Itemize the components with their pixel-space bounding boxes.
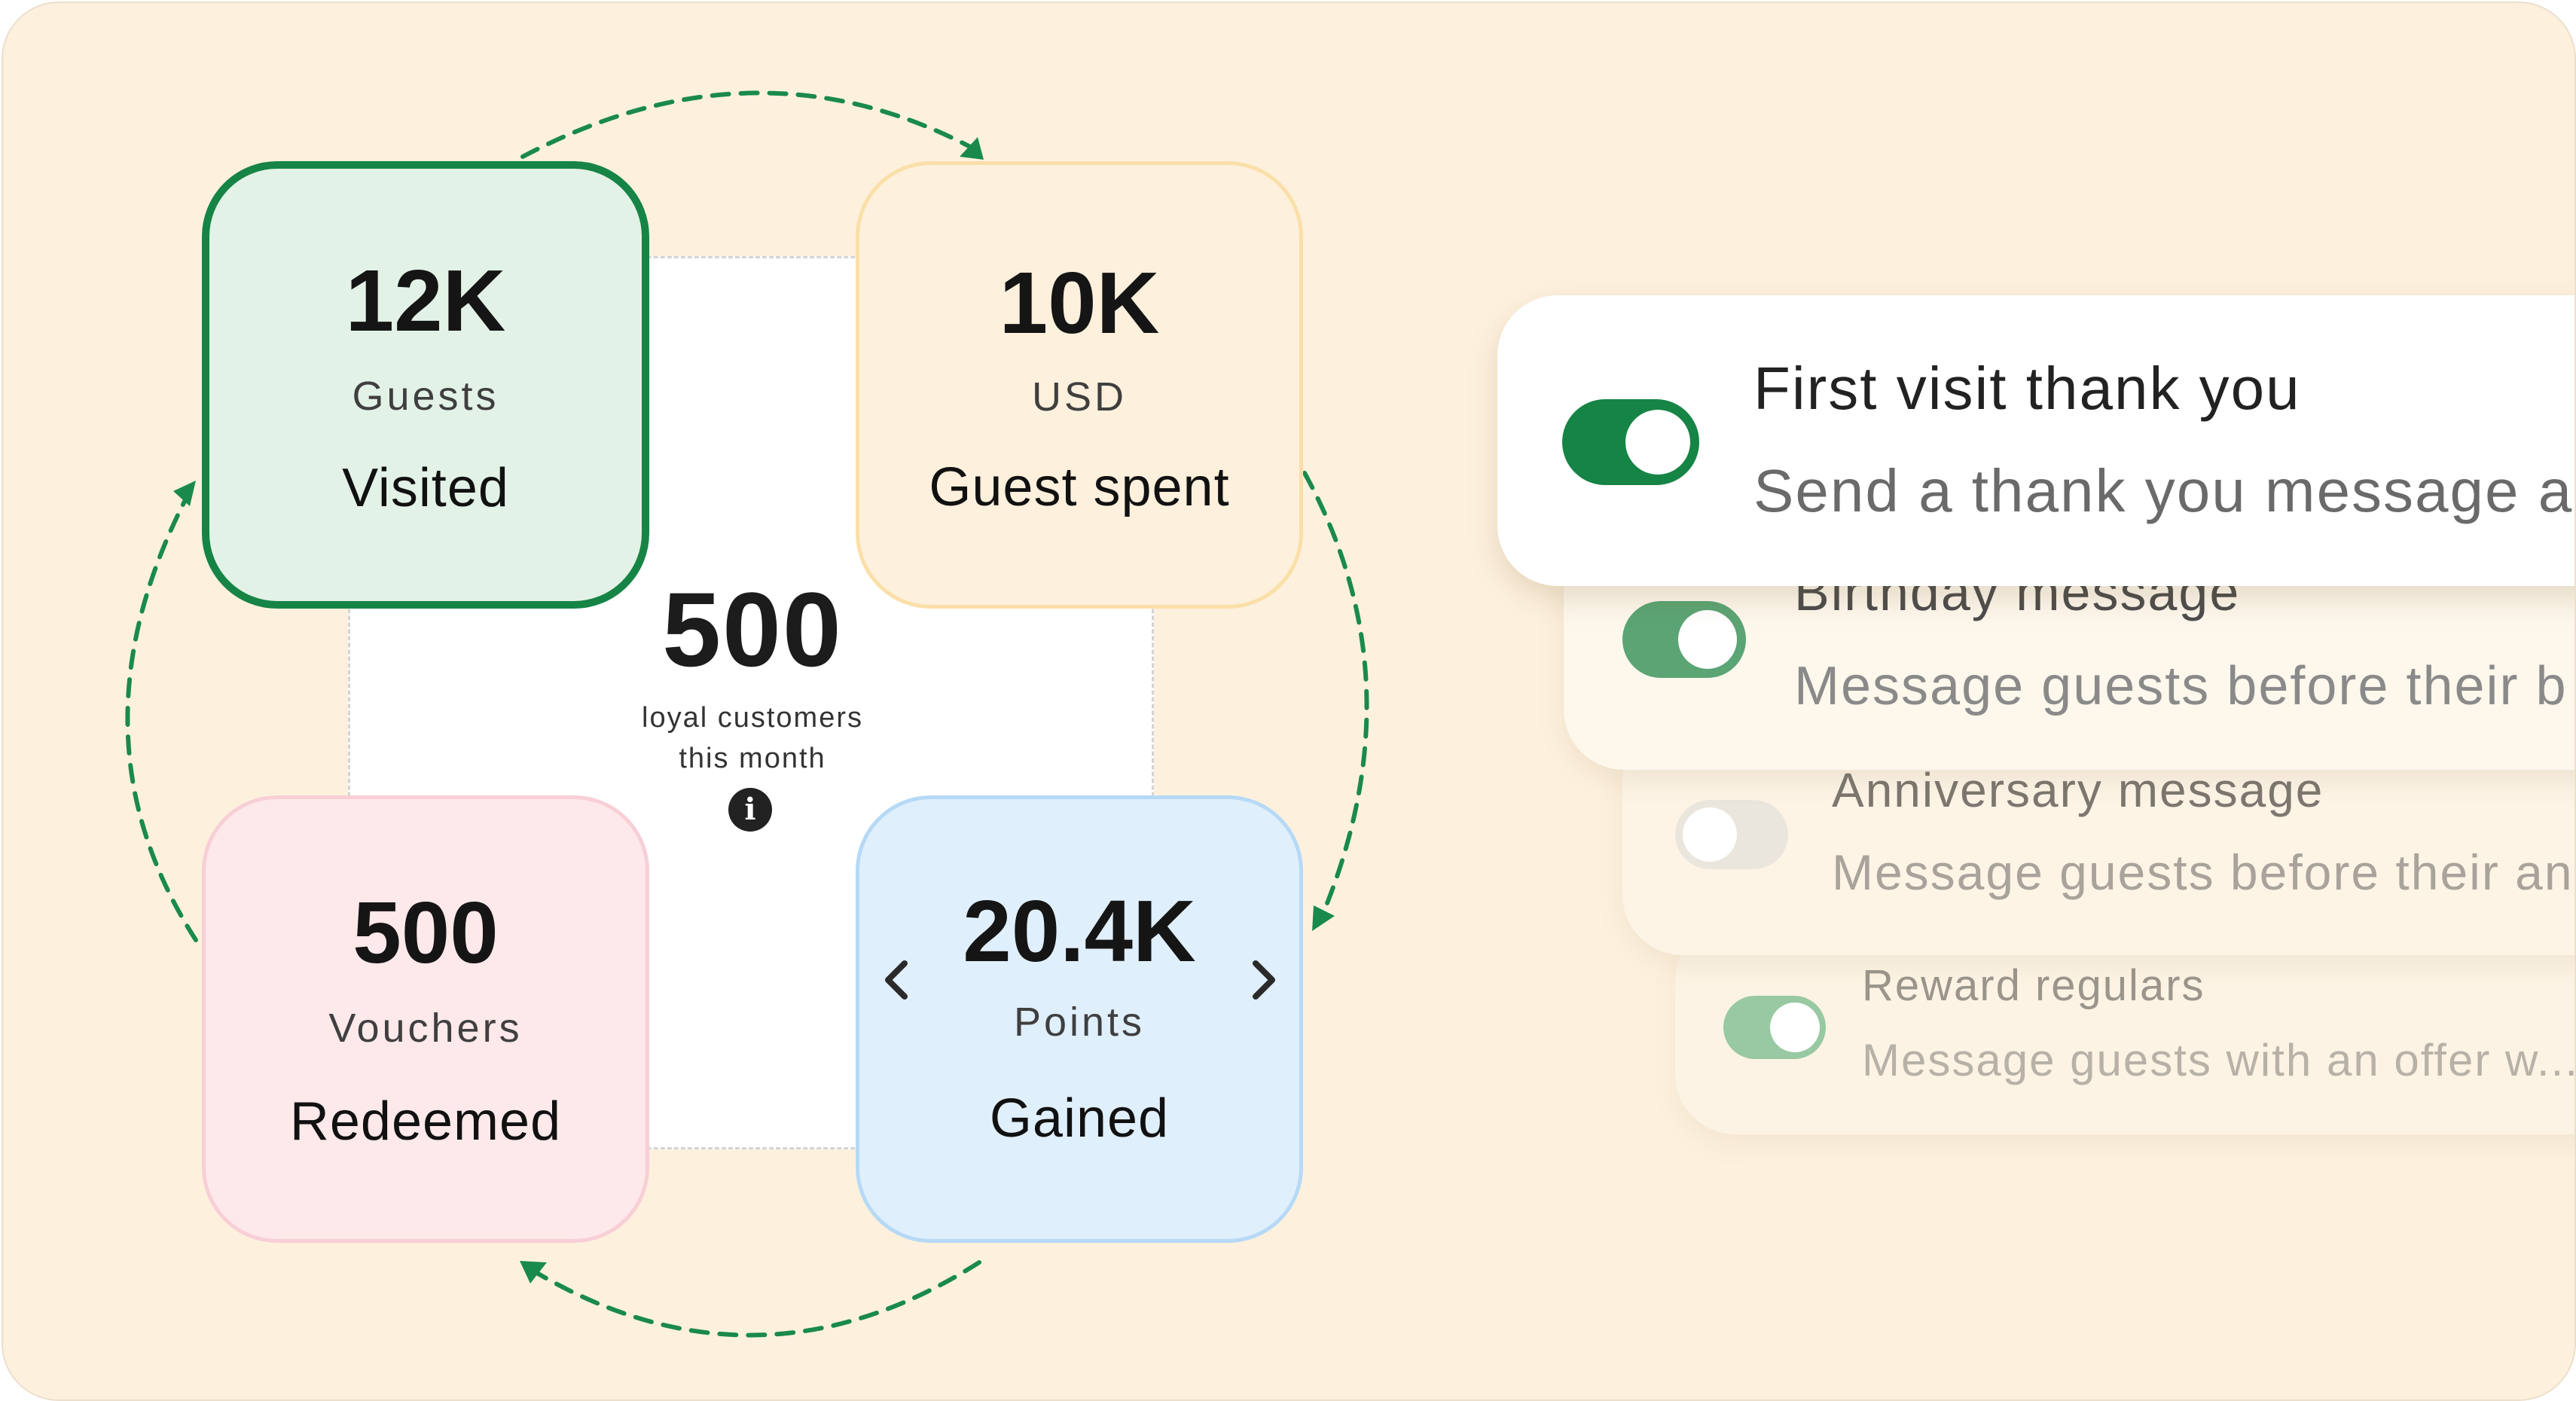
automation-description: Message guests before their b — [1794, 656, 2568, 716]
toggle-switch-on[interactable] — [1562, 399, 1699, 485]
stat-unit: Vouchers — [328, 1006, 523, 1051]
automation-description: Message guests before their an — [1832, 844, 2574, 900]
toggle-switch-on[interactable] — [1622, 601, 1746, 678]
stat-unit: Points — [1013, 1000, 1146, 1045]
arrowhead-left — [173, 481, 196, 506]
stat-label: Gained — [989, 1088, 1170, 1149]
caption-line-2: this month — [679, 743, 826, 774]
stat-value: 500 — [353, 884, 499, 981]
toggle-switch-off[interactable] — [1675, 800, 1788, 869]
stat-card-guest-spent: 10K USD Guest spent — [856, 161, 1303, 609]
arrowhead-right — [1312, 905, 1335, 931]
arrowhead-top — [960, 137, 984, 160]
stat-unit: Guests — [352, 374, 499, 419]
stat-label: Redeemed — [289, 1091, 562, 1152]
arrow-left — [125, 492, 198, 942]
toggle-switch-on[interactable] — [1723, 996, 1826, 1059]
automation-card-reward-regulars[interactable]: Reward regulars Message guests with an o… — [1675, 920, 2576, 1134]
automation-title: First visit thank you — [1753, 355, 2301, 422]
chevron-left-icon[interactable] — [874, 950, 920, 1010]
automation-description: Message guests with an offer w... — [1862, 1035, 2576, 1085]
toggle-knob — [1683, 807, 1737, 862]
stat-value: 10K — [999, 254, 1160, 352]
chevron-right-icon[interactable] — [1241, 950, 1286, 1010]
stat-value: 20.4K — [963, 882, 1196, 980]
toggle-knob — [1770, 1003, 1820, 1052]
stat-card-points-gained: 20.4K Points Gained — [856, 795, 1303, 1243]
arrowhead-bottom — [520, 1261, 547, 1283]
stat-value: 12K — [345, 252, 506, 349]
stat-card-redeemed: 500 Vouchers Redeemed — [202, 795, 649, 1243]
automation-card-first-visit[interactable]: First visit thank you Send a thank you m… — [1497, 295, 2574, 586]
arrow-bottom — [530, 1260, 981, 1338]
automation-title: Anniversary message — [1832, 763, 2324, 817]
arrow-top — [520, 90, 977, 159]
loyal-customers-caption: loyal customers this month — [530, 697, 975, 779]
arrow-right — [1302, 471, 1369, 917]
toggle-knob — [1678, 610, 1737, 669]
toggle-knob — [1625, 410, 1690, 475]
loyal-customers-count: 500 — [662, 570, 843, 688]
automation-title: Reward regulars — [1862, 961, 2205, 1010]
info-icon[interactable]: i — [728, 788, 772, 832]
automation-description: Send a thank you message a — [1753, 457, 2574, 524]
stat-card-visited: 12K Guests Visited — [202, 161, 649, 609]
stat-label: Guest spent — [929, 457, 1230, 517]
caption-line-1: loyal customers — [642, 702, 863, 734]
loop-arrows — [125, 90, 1369, 1338]
stat-label: Visited — [342, 458, 509, 518]
stat-unit: USD — [1031, 374, 1127, 420]
